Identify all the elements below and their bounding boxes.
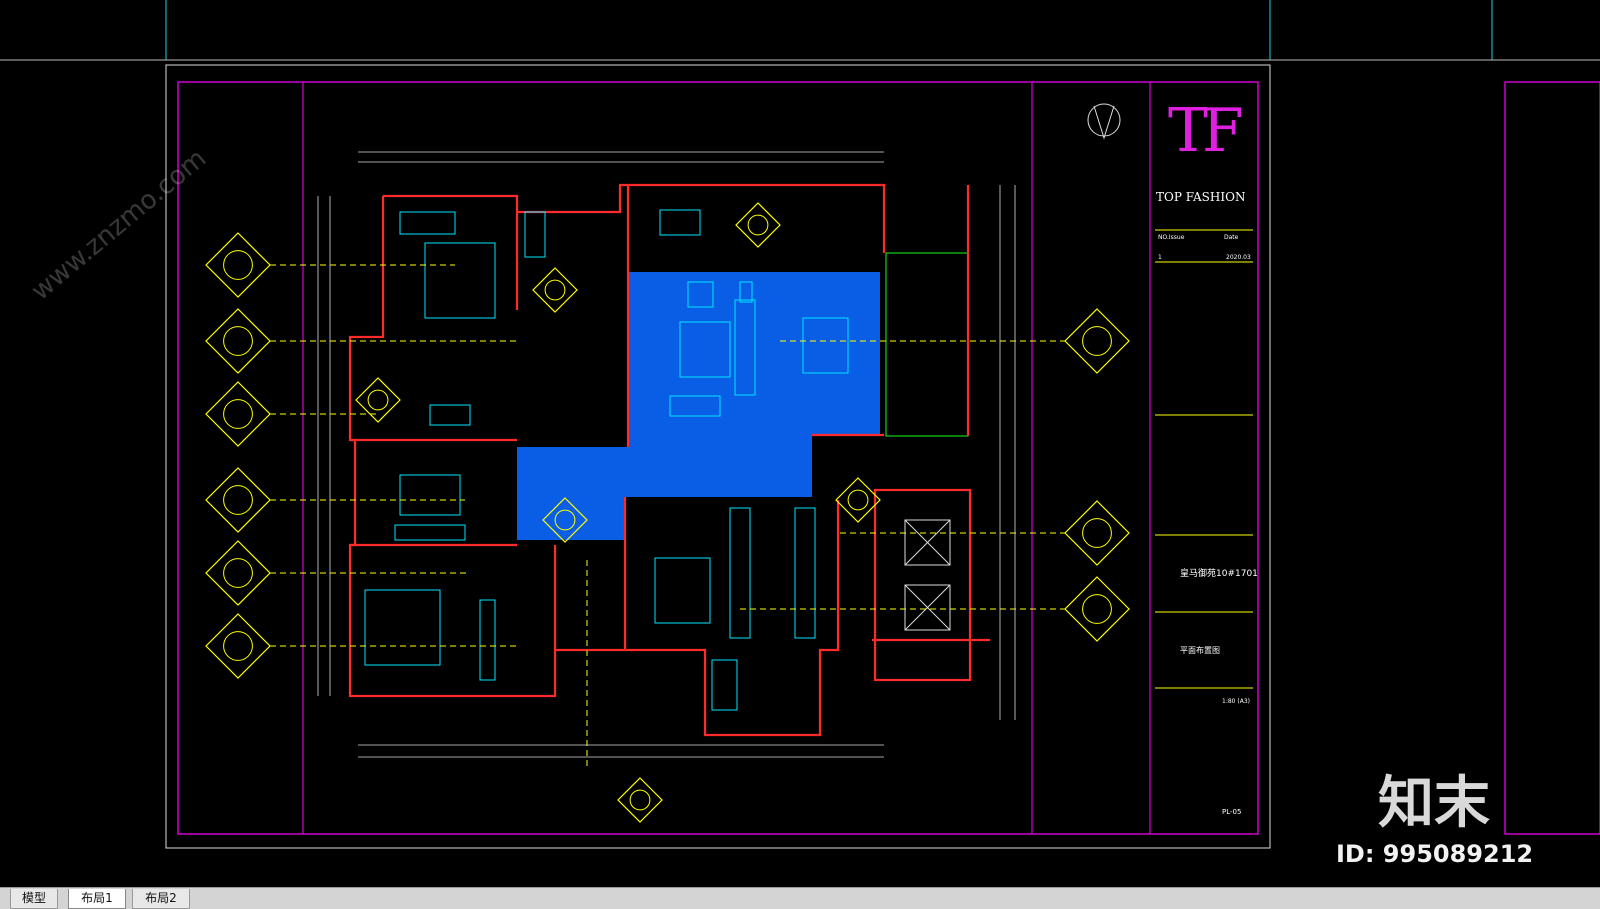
tab-layout2[interactable]: 布局2 [132, 889, 190, 909]
tag-circle [1082, 518, 1112, 548]
tag-circle [847, 489, 869, 511]
tag-diamond [617, 777, 663, 823]
issue-header: NO.Issue [1158, 234, 1185, 241]
furniture [364, 209, 849, 711]
issue-row: 1 [1158, 254, 1162, 261]
tag-diamond [1064, 500, 1130, 566]
living-area-highlight [517, 272, 880, 540]
tag-diamond [205, 232, 271, 298]
tag-diamond [205, 540, 271, 606]
tag-circle [223, 558, 253, 588]
cad-drawing-canvas[interactable]: TF TOP FASHION NO.Issue Date 1 2020.03 皇… [0, 0, 1600, 887]
sheet-border [165, 64, 1600, 849]
walls [348, 183, 990, 737]
tag-circle [223, 326, 253, 356]
tag-circle [223, 250, 253, 280]
issue-date: 2020.03 [1226, 254, 1251, 261]
date-header: Date [1224, 234, 1239, 241]
tag-circle [367, 389, 389, 411]
tag-diamond [835, 477, 881, 523]
tag-circle [223, 485, 253, 515]
tag-circle [223, 399, 253, 429]
stairwell [885, 252, 969, 437]
tag-circle [1082, 326, 1112, 356]
tag-diamond [205, 467, 271, 533]
tag-circle [629, 789, 651, 811]
watermark-id: ID: 995089212 [1336, 840, 1534, 868]
leader-lines [270, 264, 1065, 770]
tag-diamond [205, 308, 271, 374]
north-arrow [1087, 103, 1121, 140]
tab-model[interactable]: 模型 [10, 889, 58, 909]
brand-logo: TF [1168, 96, 1244, 166]
tag-diamond [1064, 308, 1130, 374]
brand-name: TOP FASHION [1156, 190, 1246, 204]
drawing-name: 平面布置图 [1180, 646, 1220, 655]
floor-plan-drawing[interactable] [0, 0, 1600, 887]
title-block-lines [1155, 229, 1253, 689]
tag-circle [544, 279, 566, 301]
project-value: 皇马御苑10#1701 [1180, 569, 1258, 579]
watermark-brand: 知末 [1378, 771, 1490, 836]
tag-diamond [532, 267, 578, 313]
tag-diamond [205, 381, 271, 447]
dimension-lines [317, 151, 1016, 758]
elevation-index-tags [205, 202, 1130, 823]
tab-layout1[interactable]: 布局1 [68, 889, 126, 909]
sheet-number: PL-05 [1222, 808, 1242, 816]
tag-diamond [542, 497, 588, 543]
tag-diamond [1064, 576, 1130, 642]
tag-circle [1082, 594, 1112, 624]
tag-diamond [205, 613, 271, 679]
elevator-shafts [904, 519, 951, 631]
tag-circle [223, 631, 253, 661]
tag-diamond [735, 202, 781, 248]
tag-circle [747, 214, 769, 236]
scale-value: 1:80 (A3) [1222, 698, 1250, 705]
tag-circle [554, 509, 576, 531]
tag-diamond [355, 377, 401, 423]
viewport-guides [0, 0, 1600, 61]
layout-tab-bar: 模型 布局1 布局2 [0, 887, 1600, 909]
